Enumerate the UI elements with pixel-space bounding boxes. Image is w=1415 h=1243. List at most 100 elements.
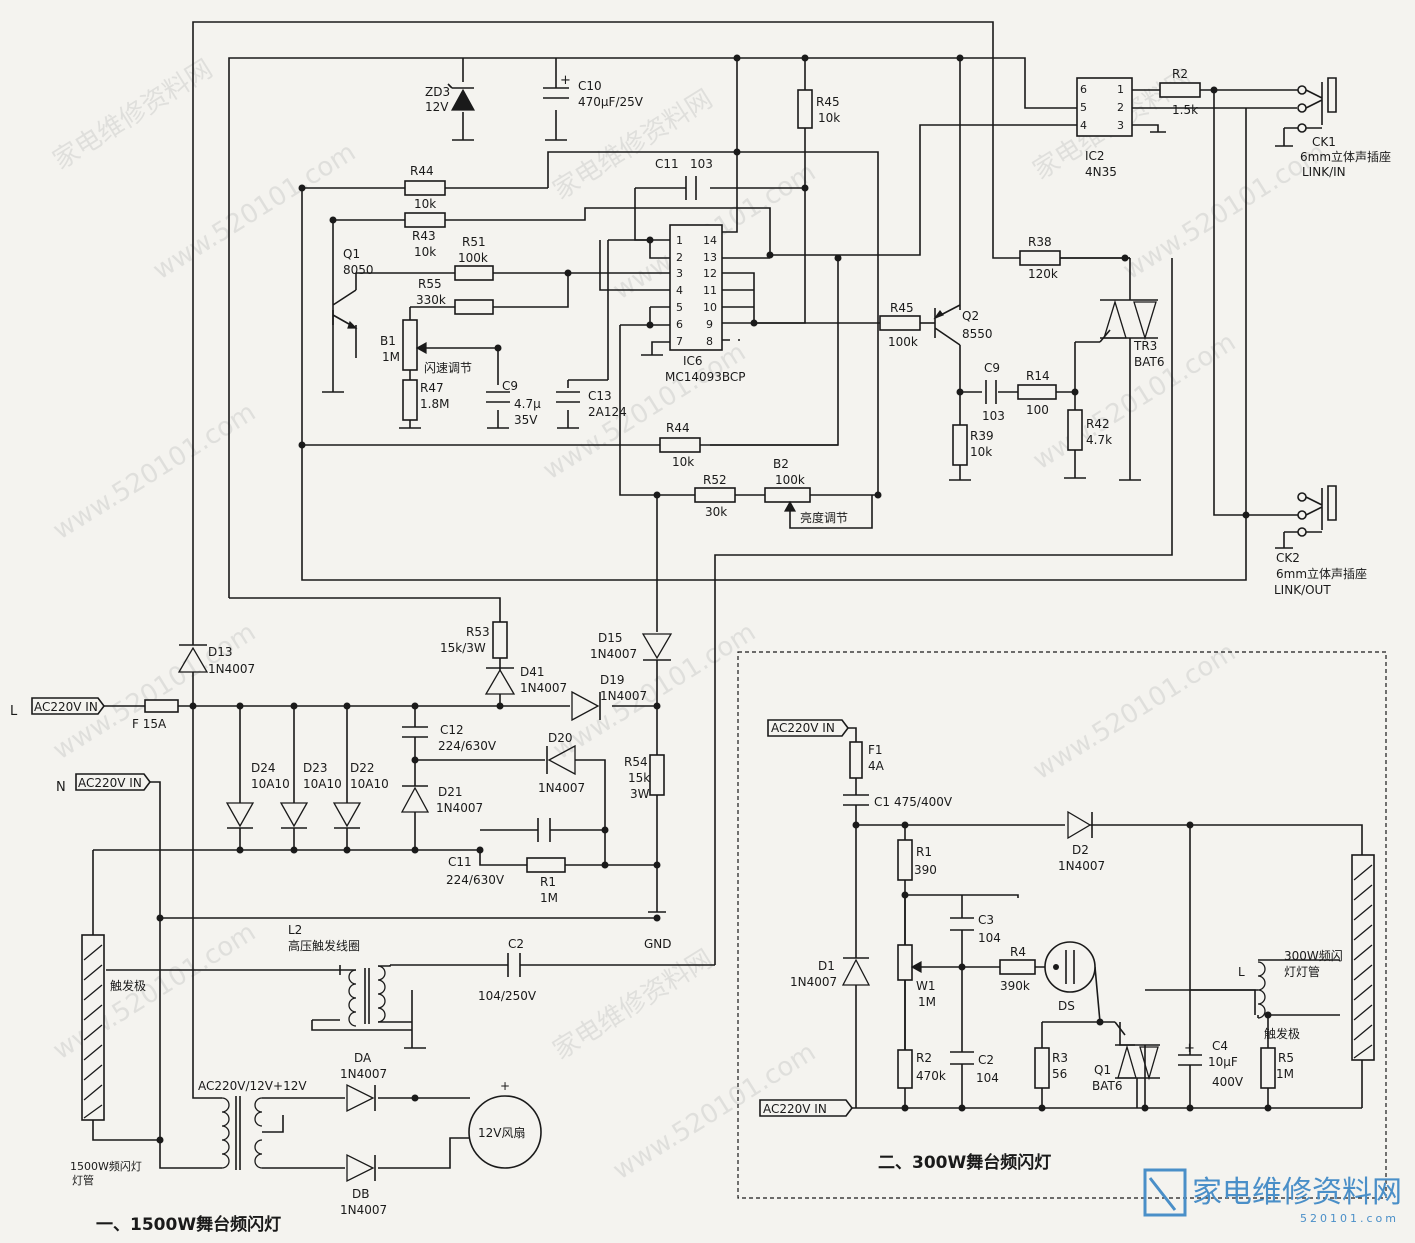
ic6-label: IC6 [683,354,703,368]
d24-value: 10A10 [251,777,290,791]
ic2-pin: 2 [1117,101,1124,114]
r45-top-value: 10k [818,111,840,125]
r39-value: 10k [970,445,992,459]
site-logo [1143,1168,1187,1217]
ic6-pin: 13 [703,251,717,264]
resistor-r4 [999,959,1036,975]
diode-d21 [400,785,430,813]
d13-label: D13 [208,645,233,659]
ic6-pin: 4 [676,284,683,297]
diode-d1 [841,957,871,986]
r2-300w-value: 470k [916,1069,946,1083]
c11-top-value: 103 [690,157,713,171]
watermark: 家电维修资料网 [548,944,718,1066]
jack-ck2 [1297,485,1337,537]
diode-d22 [332,802,362,829]
d13-value: 1N4007 [208,662,255,676]
b1-label: B1 [380,334,396,348]
w1-wiper [910,960,922,974]
coil-l [1257,959,1340,1019]
c9-value: 103 [982,409,1005,423]
gnd-label: GND [644,937,672,951]
coil-l-label: L [1238,965,1245,979]
c4-label: C4 [1212,1039,1228,1053]
ic6-pin: 7 [676,335,683,348]
triac-tr3 [1099,299,1158,343]
resistor-r14 [1017,384,1057,400]
power-wires [92,658,715,1169]
logo-text: 家电维修资料网 [1192,1175,1402,1210]
diode-da [346,1083,376,1113]
flash-tube-300w [1351,854,1375,1061]
input-300w-bottom-label: AC220V IN [763,1102,827,1116]
logo-url: 520101.com [1300,1212,1399,1225]
ck2-desc: 6mm立体声插座 [1276,566,1367,581]
capacitor-c9 [985,380,997,404]
potentiometer-b1 [402,319,418,371]
r39-label: R39 [970,429,994,443]
fuse-f15-label: F 15A [132,717,167,731]
ic6-pin: 9 [706,318,713,331]
r3-label: R3 [1052,1051,1068,1065]
resistor-r38 [1019,250,1061,266]
r5-value: 1M [1276,1067,1294,1081]
l2-label: L2 [288,923,302,937]
ds-label: DS [1058,999,1075,1013]
watermark-url: www.520101.com [48,917,261,1066]
d21-value: 1N4007 [436,801,483,815]
d22-value: 10A10 [350,777,389,791]
d41-label: D41 [520,665,545,679]
r2-label: R2 [1172,67,1188,81]
r42-label: R42 [1086,417,1110,431]
fan-12v [468,1095,542,1169]
q1-value: 8050 [343,263,374,277]
r51-label: R51 [462,235,486,249]
ic6-pin: 10 [703,301,717,314]
r45-top-label: R45 [816,95,840,109]
c3-label: C3 [978,913,994,927]
ic6-pin: 11 [703,284,717,297]
c11-top-label: C11 [655,157,679,171]
lamp1-label: 1500W频闪灯 [70,1159,142,1173]
resistor-r1 [526,857,566,873]
r51-value: 100k [458,251,488,265]
svg-text:+: + [1184,1041,1195,1056]
r2-value: 1.5k [1172,103,1198,117]
resistor-r44-top [404,180,446,196]
r54-power: 3W [630,787,650,801]
trigger-label-2: 触发极 [1264,1026,1300,1041]
d20-value: 1N4007 [538,781,585,795]
input-l-tag: L [10,704,18,719]
ic6-pin: 2 [676,251,683,264]
q1-300w-value: BAT6 [1092,1079,1122,1093]
c9-top-value: 4.7μ [514,397,541,411]
triac-q1 [1114,1021,1160,1108]
r47-label: R47 [420,381,444,395]
d1-label: D1 [818,959,835,973]
d19-value: 1N4007 [600,689,647,703]
c9-top-voltage: 35V [514,413,538,427]
q1-300w-label: Q1 [1094,1063,1111,1077]
capacitor-c11-top [685,176,697,200]
fuse-f15 [144,699,179,713]
capacitor-c1 [843,794,869,806]
d24-label: D24 [251,761,276,775]
c1-value: 475/400V [894,795,953,809]
resistor-r45 [879,315,921,331]
c2-value: 104/250V [478,989,537,1003]
junctions-300w [852,821,1272,1112]
f1-value: 4A [868,759,885,773]
ic2-optocoupler [1076,77,1133,137]
transformer-label: AC220V/12V+12V [198,1079,307,1093]
diode-d20 [546,744,576,776]
resistor-r3 [1034,1047,1050,1089]
capacitor-c2-300w [950,1051,974,1065]
r44-top-value: 10k [414,197,436,211]
input-n-label: AC220V IN [78,776,142,790]
r38-value: 120k [1028,267,1058,281]
c9-top-label: C9 [502,379,518,393]
d15-value: 1N4007 [590,647,637,661]
watermark-url: www.520101.com [1028,637,1241,786]
ic6-pin: 12 [703,267,717,280]
r52-label: R52 [703,473,727,487]
